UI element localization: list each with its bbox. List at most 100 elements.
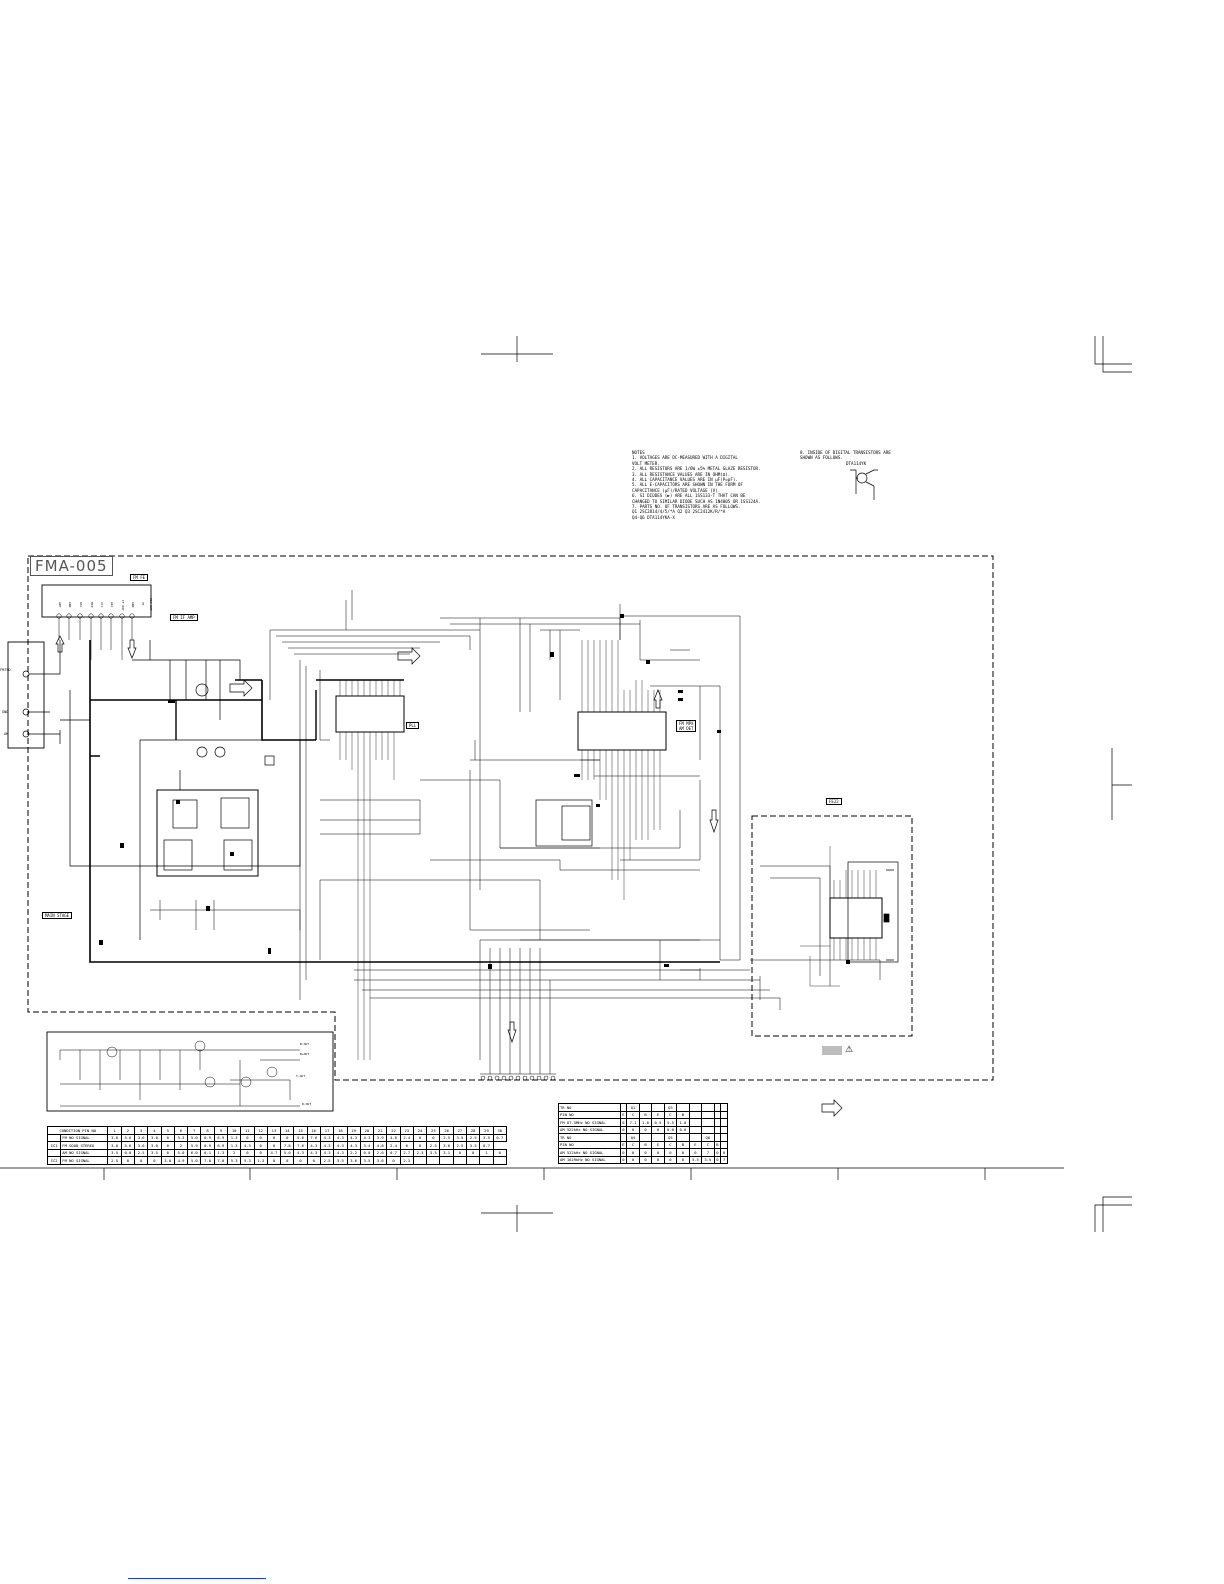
table-cell: 0.7 — [492, 1133, 508, 1142]
table-cell: 0 — [160, 1133, 175, 1142]
table-cell: 0 — [240, 1133, 255, 1142]
table-cell: C — [701, 1140, 715, 1149]
table-cell — [720, 1140, 728, 1149]
table-cell: 4.3 — [346, 1141, 361, 1150]
table-header-cell: 23 — [399, 1126, 414, 1135]
table-cell: PIN NO — [558, 1140, 621, 1149]
table-cell: 0.1 — [200, 1148, 215, 1157]
table-header-cell: 11 — [240, 1126, 255, 1135]
table-cell — [713, 1133, 722, 1142]
table-cell: FM NO SIGNAL — [60, 1156, 109, 1165]
table-cell: B — [713, 1140, 722, 1149]
table-cell: TR NO — [558, 1103, 621, 1112]
table-cell: 4.9 — [173, 1156, 189, 1165]
note-line: 5. ALL E-CAPACITORS ARE SHOWN IN THE FOR… — [632, 482, 743, 488]
table-cell: AM 1629kHz NO SIGNAL — [558, 1155, 621, 1164]
table-cell: 4.3 — [240, 1141, 255, 1150]
table-cell: 7.8 — [280, 1141, 295, 1150]
table-cell: 5.0 — [173, 1148, 189, 1157]
table-cell: 2.5 — [439, 1133, 454, 1142]
table-cell: 0.5 — [651, 1118, 665, 1127]
table-header-cell: 28 — [466, 1126, 481, 1135]
table-header-cell: 1 — [107, 1126, 122, 1135]
table-cell: 2.6 — [373, 1148, 388, 1157]
table-cell — [412, 1156, 428, 1165]
table-cell: 0 — [688, 1148, 703, 1157]
table-header-cell: 24 — [412, 1126, 428, 1135]
table-cell — [479, 1156, 494, 1165]
table-cell: 3.6 — [134, 1133, 149, 1142]
table-cell: 3.6 — [373, 1156, 388, 1165]
table-cell: 2.7 — [399, 1148, 414, 1157]
table-header-cell: 7 — [187, 1126, 202, 1135]
table-cell — [688, 1103, 703, 1112]
table-cell — [713, 1103, 722, 1112]
registration-marks — [0, 336, 1132, 1232]
table-cell — [720, 1125, 728, 1134]
table-cell: 1.3 — [253, 1156, 268, 1165]
table-cell: 0.7 — [386, 1148, 401, 1157]
table-cell: 0 — [713, 1148, 722, 1157]
table-cell: 5.0 — [280, 1148, 295, 1157]
table-cell: 2.3 — [399, 1156, 414, 1165]
table-header-cell: 8 — [200, 1126, 215, 1135]
table-cell: B — [676, 1110, 690, 1119]
table-cell: 7.1 — [626, 1118, 640, 1127]
table-cell — [46, 1133, 62, 1142]
table-cell: C — [626, 1140, 640, 1149]
table-cell: 0 — [120, 1156, 136, 1165]
note-line: 3. ALL RESISTANCE VALUES ARE IN OHM(Ω). — [632, 471, 731, 477]
table-cell: 3.5 — [466, 1141, 481, 1150]
table-cell: 7 — [720, 1155, 728, 1164]
table-cell: 0 — [134, 1156, 149, 1165]
table-cell: 0.7 — [479, 1141, 494, 1150]
table-cell: 2.5 — [412, 1148, 428, 1157]
table-cell: Q4 — [626, 1133, 640, 1142]
table-cell: 3.0 — [160, 1156, 175, 1165]
table-cell: FM GOOD STEREO — [60, 1141, 109, 1150]
footer-link-underline[interactable] — [128, 1578, 266, 1579]
table-cell — [638, 1133, 653, 1142]
table-cell: 0 — [466, 1148, 481, 1157]
table-cell: 0 — [651, 1155, 665, 1164]
table-cell: 5.3 — [173, 1133, 189, 1142]
table-header-cell: 12 — [253, 1126, 268, 1135]
table-cell: E — [651, 1110, 665, 1119]
table-cell: 3.6 — [346, 1156, 361, 1165]
warning-icon: ⚠ — [845, 1045, 854, 1055]
table-cell: 3.1 — [439, 1148, 454, 1157]
table-header-cell: 16 — [306, 1126, 321, 1135]
table-header-cell: 17 — [319, 1126, 335, 1135]
table-cell — [720, 1133, 728, 1142]
notes-item8: 8. INSIDE OF DIGITAL TRANSISTORS ARE SHO… — [800, 450, 891, 466]
table-cell: 2.5 — [466, 1133, 481, 1142]
table-cell: 0 — [626, 1155, 640, 1164]
table-cell: 4.7 — [266, 1148, 282, 1157]
table-cell — [651, 1133, 665, 1142]
table-cell: 2.2 — [346, 1148, 361, 1157]
sub-label-r-out: R-OUT — [302, 1102, 312, 1106]
table-cell: 3.0 — [147, 1141, 162, 1150]
table-cell: C — [626, 1110, 640, 1119]
table-cell: 2.5 — [134, 1148, 149, 1157]
table-cell — [701, 1110, 715, 1119]
table-cell — [688, 1110, 703, 1119]
table-cell: 0.0 — [120, 1148, 136, 1157]
table-cell: 4.3 — [306, 1148, 321, 1157]
table-cell: 4.3 — [333, 1133, 348, 1142]
table-cell: 0.0 — [676, 1125, 690, 1134]
table-cell: TR NO — [558, 1133, 621, 1142]
table-cell — [466, 1156, 481, 1165]
table-cell — [701, 1103, 715, 1112]
table-cell: 2.5 — [107, 1156, 122, 1165]
table-header-cell: 13 — [266, 1126, 282, 1135]
board-title: FMA-005 — [30, 556, 113, 576]
table-cell: 3.6 — [134, 1141, 149, 1150]
table-cell: 0 — [240, 1148, 255, 1157]
fe22-label: FE22 — [826, 798, 842, 805]
